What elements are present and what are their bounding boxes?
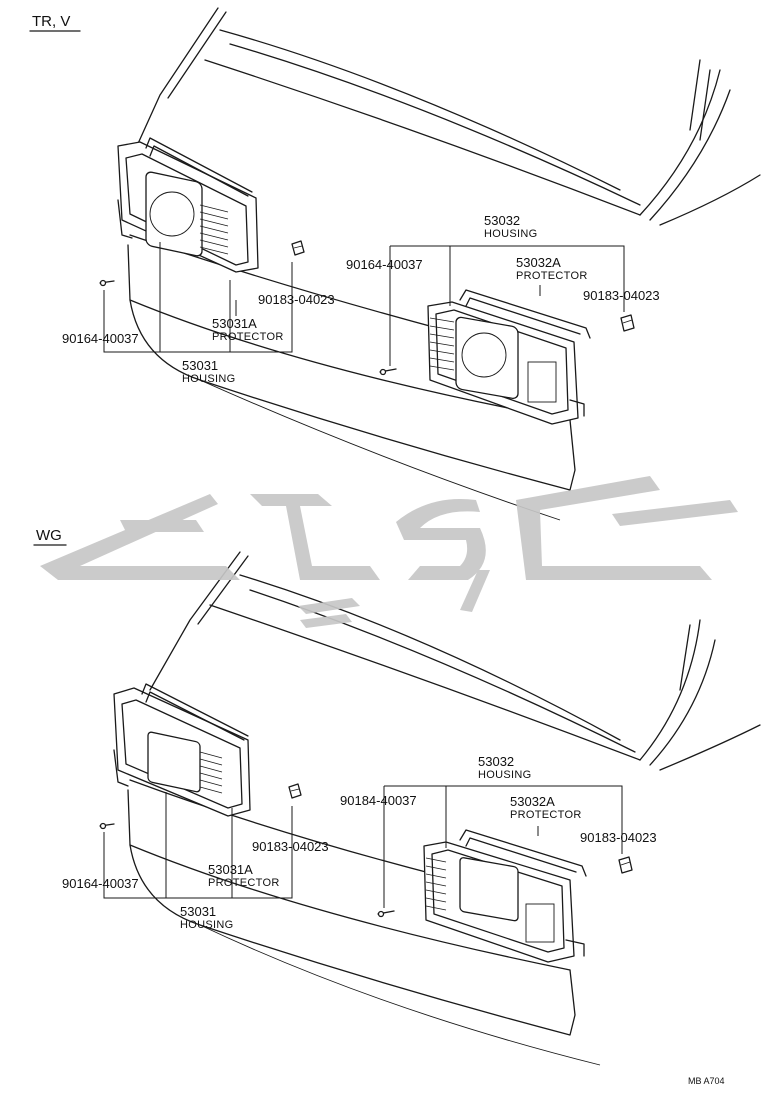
label-left-protector-number: 53031A — [212, 316, 257, 331]
label-right-clip: 90184-40037 — [340, 793, 417, 808]
label-right-protector-number: 53032A — [516, 255, 561, 270]
label-right-nut: 90183-04023 — [580, 830, 657, 845]
watermark-logo — [40, 476, 738, 628]
left-headlamp-protector — [145, 137, 253, 197]
right-headlamp-protector — [459, 289, 591, 339]
label-left-housing-number: 53031 — [180, 904, 216, 919]
label-left-protector-name: PROTECTOR — [208, 877, 280, 889]
left-headlamp-housing — [117, 141, 259, 273]
label-right-housing-name: HOUSING — [478, 769, 531, 781]
right-clip-part — [377, 910, 395, 918]
label-right-protector-name: PROTECTOR — [516, 270, 588, 282]
right-nut-part — [618, 856, 633, 874]
label-left-clip: 90164-40037 — [62, 331, 139, 346]
right-headlamp-housing — [427, 301, 585, 425]
labels-tr-v: 90164-40037 90183-04023 53031A PROTECTOR… — [62, 213, 660, 385]
label-right-housing-number: 53032 — [484, 213, 520, 228]
leader-lines-wg — [103, 785, 623, 908]
label-right-housing-number: 53032 — [478, 754, 514, 769]
left-clip-part — [99, 279, 115, 287]
right-headlamp-housing — [423, 841, 585, 963]
left-headlamp-protector — [141, 683, 249, 741]
section-tr-v: TR, V — [29, 7, 761, 521]
left-nut-part — [291, 240, 305, 256]
section-wg: WG — [33, 527, 761, 1066]
section-title-tr-v: TR, V — [32, 13, 70, 30]
label-left-protector-name: PROTECTOR — [212, 331, 284, 343]
labels-wg: 90164-40037 90183-04023 53031A PROTECTOR… — [62, 754, 657, 931]
section-title-wg: WG — [36, 527, 62, 544]
right-nut-part — [620, 314, 635, 332]
label-right-protector-name: PROTECTOR — [510, 809, 582, 821]
footer-code: MB A704 — [688, 1076, 725, 1086]
left-headlamp-housing — [113, 687, 251, 817]
label-left-housing-name: HOUSING — [180, 919, 233, 931]
label-left-nut: 90183-04023 — [258, 292, 335, 307]
label-left-protector-number: 53031A — [208, 862, 253, 877]
label-right-clip: 90164-40037 — [346, 257, 423, 272]
left-nut-part — [288, 783, 302, 799]
label-left-housing-number: 53031 — [182, 358, 218, 373]
label-left-nut: 90183-04023 — [252, 839, 329, 854]
label-right-housing-name: HOUSING — [484, 228, 537, 240]
label-left-housing-name: HOUSING — [182, 373, 235, 385]
label-right-protector-number: 53032A — [510, 794, 555, 809]
right-headlamp-protector — [459, 829, 587, 877]
leader-lines-tr-v — [103, 242, 625, 366]
right-clip-part — [379, 368, 397, 376]
left-clip-part — [99, 822, 115, 830]
label-right-nut: 90183-04023 — [583, 288, 660, 303]
label-left-clip: 90164-40037 — [62, 876, 139, 891]
